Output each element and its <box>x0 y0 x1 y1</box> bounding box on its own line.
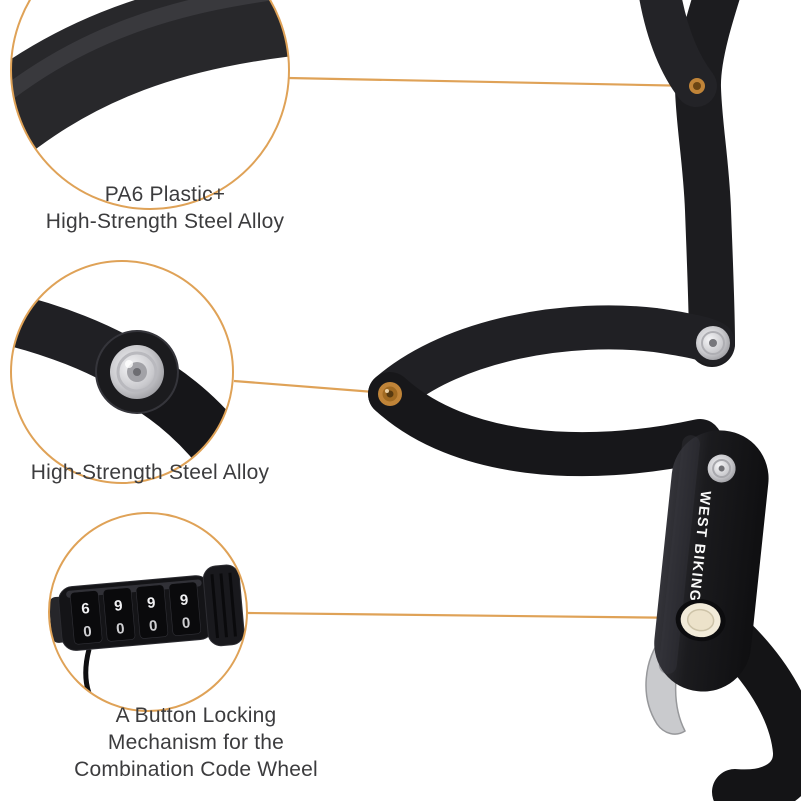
lock-arm-lower <box>368 372 722 477</box>
joint-rivet-zoom <box>110 345 164 399</box>
label-line: PA6 Plastic+ <box>104 183 226 206</box>
label-line: High-Strength Steel Alloy <box>45 210 285 233</box>
annotation-label-steel: High-Strength Steel Alloy <box>0 459 300 486</box>
joint-rivet-silver <box>696 326 730 360</box>
inset-code-wheel: 6 9 9 9 0 0 0 0 <box>48 512 248 712</box>
dial-digit: 0 <box>83 623 93 641</box>
lock-body: WEST BIKING <box>654 430 769 692</box>
dial-digit: 9 <box>113 597 123 615</box>
dial-digit: 0 <box>115 620 125 638</box>
dial-wheels <box>70 581 202 645</box>
callout-line-pa6 <box>287 76 697 88</box>
combination-dial: 6 9 9 9 0 0 0 0 <box>49 564 245 711</box>
dial-digit: 9 <box>146 594 156 612</box>
callout-line-steel <box>233 379 388 395</box>
annotation-label-pa6: PA6 Plastic+ High-Strength Steel Alloy <box>10 181 320 235</box>
lock-body-highlight <box>658 435 700 674</box>
pa6-bar-zoom <box>11 0 289 197</box>
lock-arm-top-left <box>639 0 717 107</box>
dial-digit: 6 <box>81 600 91 618</box>
lock-arm-tail <box>712 617 801 801</box>
lock-button <box>675 599 726 642</box>
pa6-bar-sheen <box>11 0 289 149</box>
label-line: Combination Code Wheel <box>74 758 318 781</box>
dial-digit: 0 <box>148 617 158 635</box>
inset-ring-dial <box>48 512 248 712</box>
dial-knob <box>202 564 245 647</box>
inset-ring-steel <box>10 260 234 484</box>
body-rivet-silver <box>707 454 736 483</box>
dial-digit: 9 <box>179 591 189 609</box>
lock-arm-top-right <box>674 0 740 367</box>
label-line: Mechanism for the <box>107 731 285 754</box>
lock-arm-upper <box>368 305 735 416</box>
label-line: High-Strength Steel Alloy <box>30 461 270 484</box>
pivot-rivet-bronze <box>378 382 402 406</box>
inset-ring-pa6 <box>10 0 290 210</box>
dial-digit: 0 <box>181 614 191 632</box>
dial-sheen <box>66 579 202 598</box>
bike-lock-product: WEST BIKING <box>368 0 801 801</box>
inset-steel-joint <box>10 260 234 484</box>
annotation-label-button: A Button Locking Mechanism for the Combi… <box>20 702 372 783</box>
label-line: A Button Locking <box>115 704 277 727</box>
top-rivet-bronze <box>689 78 705 94</box>
callout-line-button <box>247 611 694 620</box>
inset-pa6-plastic <box>10 0 290 210</box>
